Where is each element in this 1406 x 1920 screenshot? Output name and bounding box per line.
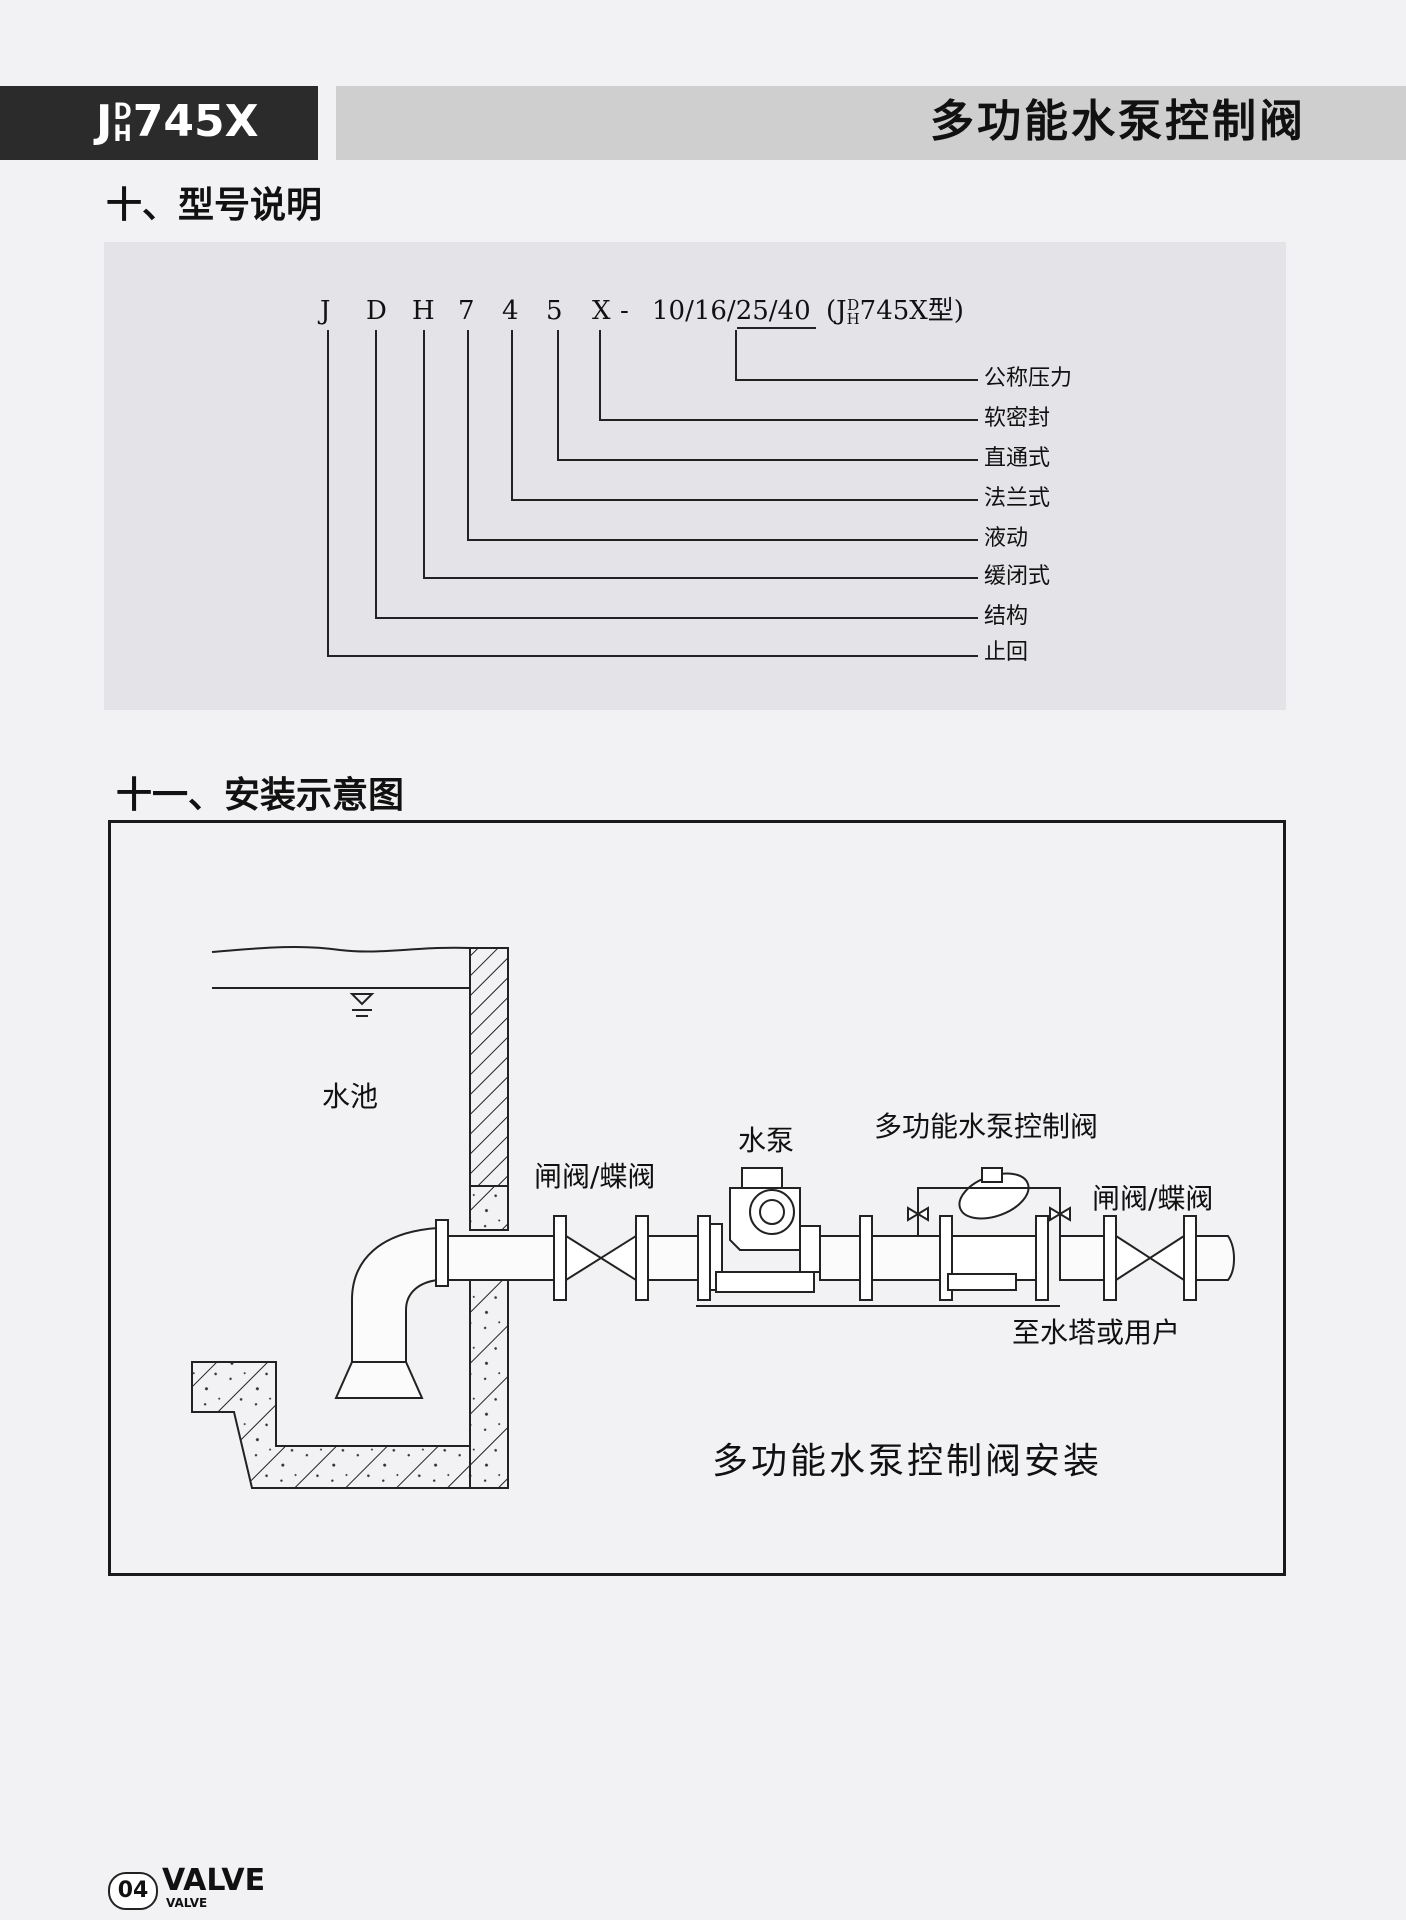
pipe-segment-3: [819, 1235, 861, 1281]
type-note-open: (J: [826, 296, 847, 326]
pipe-segment-1: [447, 1235, 555, 1281]
gate-valve-1: [553, 1215, 649, 1301]
code-char-d: D: [366, 296, 387, 326]
suction-bell: [334, 1361, 424, 1399]
pipe-segment-2: [647, 1235, 699, 1281]
code-pressure: 10/16/25/40: [652, 296, 811, 326]
code-char-x: X: [592, 296, 611, 326]
suction-flange: [435, 1219, 449, 1287]
label-control-valve: 多功能水泵控制阀: [874, 1110, 1099, 1143]
gate-valve-2: [1103, 1215, 1197, 1301]
pool-wall-concrete-lower: [469, 1277, 509, 1489]
pool-wall-concrete-upper: [469, 1185, 509, 1231]
legend-hydraulic: 液动: [984, 526, 1029, 551]
model-explanation-panel: [104, 242, 1286, 710]
section-title-model: 十、型号说明: [106, 185, 323, 226]
model-prefix: J: [96, 96, 113, 147]
product-name: 多功能水泵控制阀: [930, 96, 1306, 147]
installation-caption: 多功能水泵控制阀安装: [712, 1441, 1103, 1482]
suction-pipe: [351, 1227, 439, 1363]
legend-flange: 法兰式: [984, 486, 1051, 511]
water-surface: [211, 945, 471, 989]
code-char-5: 5: [546, 296, 563, 326]
type-note-close: 745X型): [859, 296, 964, 326]
legend-soft-seal: 软密封: [984, 406, 1051, 431]
model-sub-bottom: H: [113, 122, 132, 147]
header-dark-bar: [0, 86, 318, 160]
legend-structure: 结构: [984, 604, 1029, 629]
label-pool: 水池: [322, 1080, 379, 1113]
installation-diagram-frame: [108, 820, 1286, 1576]
type-note-sub-top: D: [847, 296, 860, 314]
label-gate-valve-2: 闸阀/蝶阀: [1092, 1182, 1214, 1215]
label-gate-valve-1: 闸阀/蝶阀: [534, 1160, 656, 1193]
control-valve: [859, 1167, 1071, 1301]
legend-nominal-pressure: 公称压力: [984, 366, 1073, 391]
code-char-j: J: [320, 296, 331, 326]
section-title-install: 十一、安装示意图: [116, 775, 405, 816]
code-char-h: H: [412, 296, 435, 326]
pump: [697, 1167, 821, 1301]
model-suffix: 745X: [132, 96, 259, 147]
pool-floor: [191, 1361, 471, 1489]
label-pump: 水泵: [738, 1124, 795, 1157]
page-number: 04: [108, 1872, 158, 1910]
type-note-sub-bottom: H: [846, 310, 860, 328]
legend-check: 止回: [984, 640, 1029, 665]
model-sub-top: D: [113, 100, 132, 125]
water-level-symbol: [349, 993, 375, 1017]
pool-wall-hatched: [469, 947, 509, 1187]
legend-slow-close: 缓闭式: [984, 564, 1051, 589]
code-char-4: 4: [502, 296, 519, 326]
label-outlet: 至水塔或用户: [1012, 1316, 1181, 1349]
legend-straight-through: 直通式: [984, 446, 1051, 471]
footer-brand: VALVE: [162, 1863, 266, 1898]
code-char-7: 7: [458, 296, 475, 326]
code-dash: -: [620, 296, 629, 326]
footer-brand-small: VALVE: [166, 1896, 208, 1910]
header-grey-bar: [336, 86, 1406, 160]
pipe-outlet: [1195, 1235, 1235, 1281]
